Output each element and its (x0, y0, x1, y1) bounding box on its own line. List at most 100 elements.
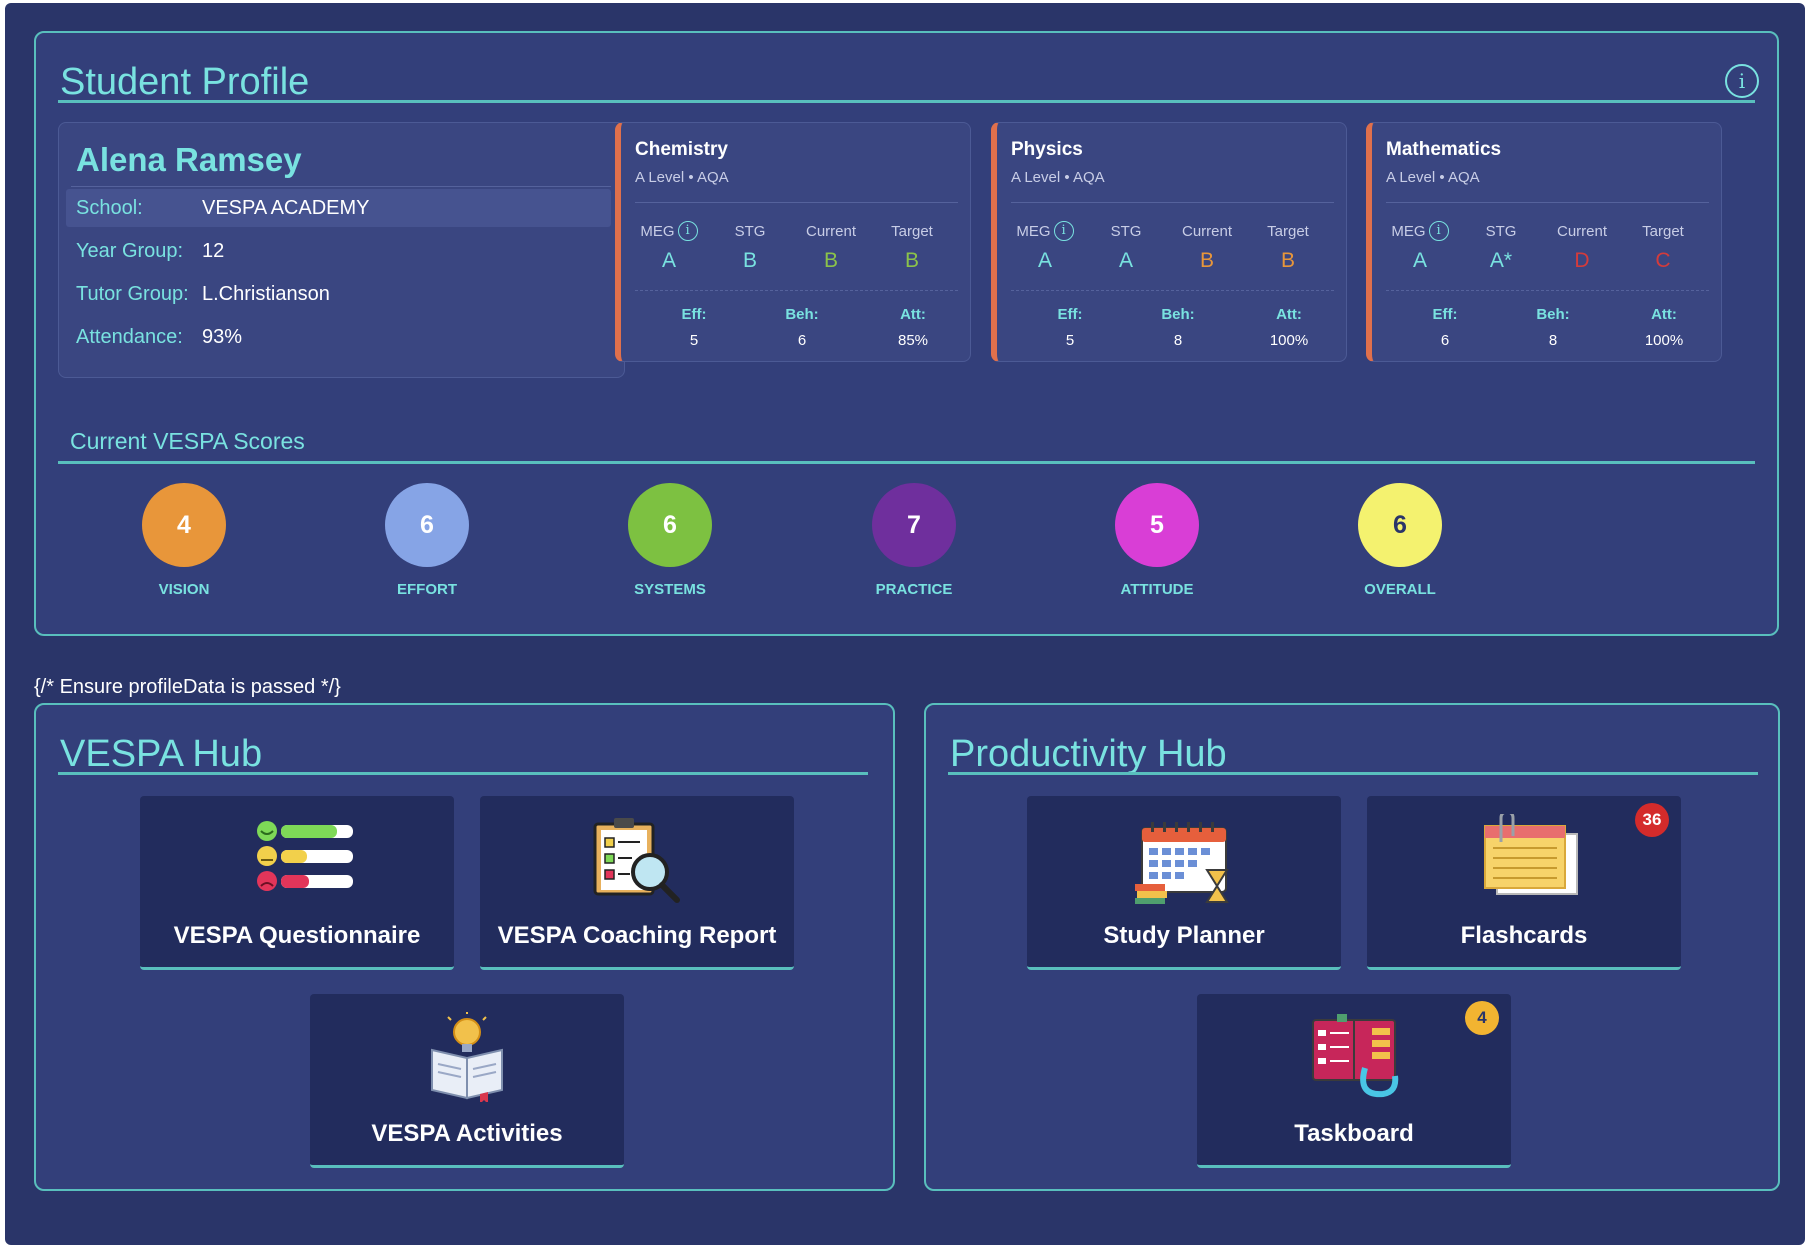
info-value: L.Christianson (202, 283, 330, 305)
info-row-year-group: Year Group: 12 (66, 232, 611, 270)
student-profile-section: Student Profile i Alena Ramsey School: V… (34, 31, 1779, 636)
flashcards-tile[interactable]: Flashcards 36 (1367, 796, 1681, 970)
section-divider (948, 772, 1758, 775)
metric-column-att: Att: 100% (1624, 306, 1704, 349)
metric-column-eff: Eff: 6 (1405, 306, 1485, 349)
metric-label: Eff: (1432, 306, 1458, 323)
grade-value-meg: A (661, 249, 676, 272)
grade-label-target: Target (891, 222, 933, 240)
productivity-hub-section: Productivity Hub (924, 703, 1780, 1191)
metric-label: Eff: (1057, 306, 1083, 323)
info-row-school: School: VESPA ACADEMY (66, 189, 611, 227)
metric-column-beh: Beh:8 (1138, 306, 1218, 349)
flashcards-count-badge: 36 (1635, 803, 1669, 837)
score-circle: 5 (1115, 483, 1199, 567)
divider (1011, 202, 1334, 203)
grade-label-current: Current (1181, 222, 1233, 240)
grade-label: Target (872, 221, 952, 241)
activities-book-icon (431, 1012, 503, 1102)
grade-label: Current (791, 221, 871, 241)
metric-column-beh: Beh:8 (1513, 306, 1593, 349)
grade-value-meg: A (1037, 249, 1052, 272)
vespa-coaching-report-tile[interactable]: VESPA Coaching Report (480, 796, 794, 970)
section-title: Productivity Hub (950, 733, 1227, 775)
subject-level: A Level • AQA (1386, 169, 1480, 186)
grade-label-target: Target (1642, 222, 1684, 240)
vespa-questionnaire-tile[interactable]: VESPA Questionnaire (140, 796, 454, 970)
info-button[interactable]: i (1725, 64, 1759, 98)
score-circle: 7 (872, 483, 956, 567)
metric-label: Beh: (1536, 306, 1570, 323)
subject-name: Mathematics (1386, 139, 1502, 160)
flashcards-icon (1484, 814, 1578, 895)
metric-label: Att: (1651, 306, 1677, 323)
grade-value-target: C (1655, 249, 1671, 272)
subject-name: Chemistry (635, 139, 728, 160)
section-divider (58, 772, 868, 775)
meg-info-icon[interactable]: i (1053, 221, 1074, 241)
tile-label: Study Planner (1103, 922, 1265, 949)
meg-info-icon[interactable]: i (1428, 221, 1449, 241)
grade-value-target: B (1280, 249, 1295, 272)
subject-level: A Level • AQA (635, 169, 729, 186)
taskboard-tile[interactable]: Taskboard 4 (1197, 994, 1511, 1168)
metric-column-att: Att:100% (1249, 306, 1329, 349)
questionnaire-icon (257, 821, 353, 891)
meg-info-icon[interactable]: i (677, 221, 698, 241)
grade-label-meg: MEG (1016, 222, 1051, 240)
info-label: Year Group: (76, 240, 184, 262)
score-circle: 6 (628, 483, 712, 567)
metric-value-eff: 5 (1065, 332, 1075, 349)
vespa-activities-tile[interactable]: VESPA Activities (310, 994, 624, 1168)
tile-label: VESPA Questionnaire (173, 922, 421, 949)
grade-label-current: Current (805, 222, 857, 240)
tile-label: VESPA Activities (371, 1120, 563, 1147)
metric-value-att: 100% (1269, 332, 1309, 349)
divider (1011, 290, 1334, 291)
study-planner-tile[interactable]: Study Planner (1027, 796, 1341, 970)
info-value: 93% (202, 326, 243, 348)
metric-column-beh: Beh:6 (762, 306, 842, 349)
grade-label-stg: STG (1110, 222, 1142, 240)
grade-label-target: Target (1267, 222, 1309, 240)
metric-column-eff: Eff:5 (654, 306, 734, 349)
grade-value-target: B (904, 249, 919, 272)
divider (71, 186, 611, 187)
tile-label: VESPA Coaching Report (497, 922, 777, 949)
metric-value-eff: 6 (1440, 332, 1450, 349)
score-label: PRACTICE (875, 581, 953, 598)
score-circle: 6 (1358, 483, 1442, 567)
metric-value-att: 100% (1644, 332, 1684, 349)
metric-label: Eff: (681, 306, 707, 323)
info-label: Tutor Group: (76, 283, 189, 305)
section-title: Student Profile (60, 61, 310, 103)
section-divider (58, 461, 1755, 464)
score-label: OVERALL (1364, 581, 1436, 598)
grade-label: Current (1167, 221, 1247, 241)
grade-value-current: D (1574, 249, 1590, 272)
divider (635, 290, 958, 291)
grade-value-current: B (1199, 249, 1214, 272)
grade-label-stg: STG (1485, 222, 1517, 240)
metric-value-beh: 6 (797, 332, 807, 349)
divider (635, 202, 958, 203)
divider (1386, 202, 1709, 203)
info-label: School: (76, 197, 143, 219)
metric-value-att: 85% (897, 332, 929, 349)
grade-label-meg: MEG (640, 222, 675, 240)
metric-value-beh: 8 (1173, 332, 1183, 349)
info-row-attendance: Attendance: 93% (66, 318, 611, 356)
taskboard-count-badge: 4 (1465, 1001, 1499, 1035)
